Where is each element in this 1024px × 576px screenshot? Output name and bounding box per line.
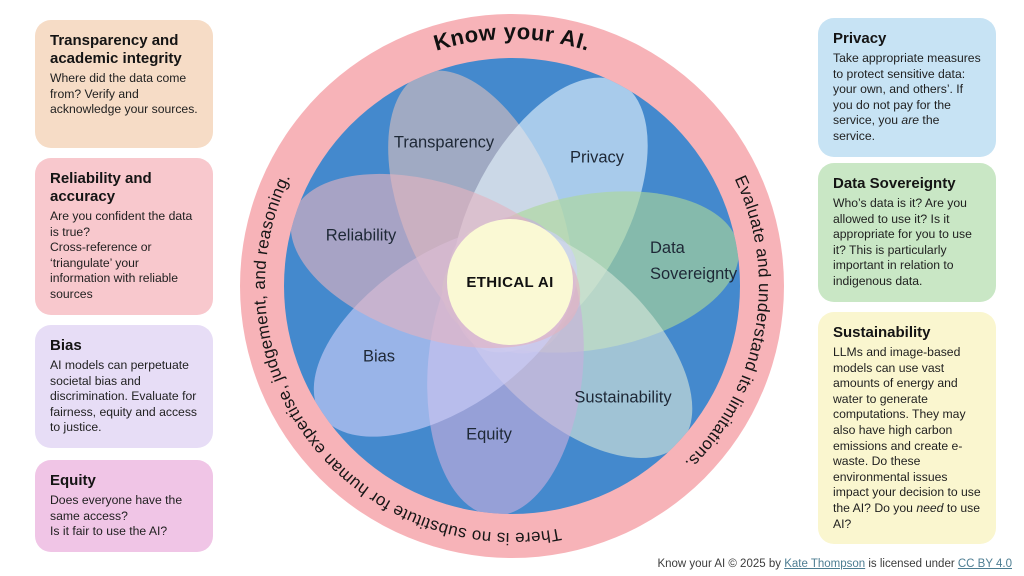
petal-label-data-sovereignty: Data Sovereignty	[650, 239, 738, 284]
info-box-title: Privacy	[833, 30, 887, 47]
ethical-ai-center-circle: ETHICAL AI	[447, 219, 573, 345]
center-label: ETHICAL AI	[466, 273, 554, 291]
info-box-bias: Bias AI models can perpetuate societal b…	[35, 325, 213, 449]
info-box-reliability: Reliability and accuracy Are you confide…	[35, 158, 213, 315]
info-box-sustainability: Sustainability LLMs and image-based mode…	[818, 312, 996, 545]
info-box-body: AI models can perpetuate societal bias a…	[50, 358, 198, 435]
info-box-body: Who’s data is it? Are you allowed to use…	[833, 196, 972, 289]
author-link[interactable]: Kate Thompson	[784, 558, 866, 570]
info-box-equity: Equity Does everyone have the same acces…	[35, 460, 213, 552]
petal-label-equity: Equity	[466, 425, 512, 444]
info-box-body-line: Is it fair to use the AI?	[50, 524, 168, 539]
petal-label-transparency: Transparency	[393, 133, 495, 152]
info-box-title: Bias	[50, 337, 82, 354]
info-box-title: Transparency and academic integrity	[50, 32, 182, 67]
info-box-body: Where did the data come from? Verify and…	[50, 71, 198, 117]
petal-label-bias: Bias	[362, 347, 396, 366]
info-box-privacy: Privacy Take appropriate measures to pro…	[818, 18, 996, 157]
info-box-body-line: Are you confident the data is true?	[50, 209, 193, 239]
info-box-title: Equity	[50, 472, 96, 489]
info-box-body-line: Cross-reference or ‘triangulate’ your in…	[50, 240, 179, 302]
info-box-body: LLMs and image-based models can use vast…	[833, 345, 981, 531]
info-box-transparency: Transparency and academic integrity Wher…	[35, 20, 213, 148]
info-box-title: Reliability and accuracy	[50, 170, 152, 205]
italic-emphasis: are	[901, 113, 920, 128]
petal-label-privacy: Privacy	[569, 148, 625, 167]
footer-attribution: Know your AI © 2025 by Kate Thompson is …	[657, 558, 1012, 570]
info-box-title: Data Sovereignty	[833, 175, 956, 192]
petal-label-reliability: Reliability	[325, 226, 397, 245]
info-box-body-line: Does everyone have the same access?	[50, 493, 183, 523]
info-box-data-sovereignty: Data Sovereignty Who’s data is it? Are y…	[818, 163, 996, 302]
info-box-body: Take appropriate measures to protect sen…	[833, 51, 981, 144]
info-box-title: Sustainability	[833, 324, 931, 341]
license-link[interactable]: CC BY 4.0	[957, 558, 1012, 570]
italic-emphasis: need	[916, 501, 944, 516]
petal-label-sustainability: Sustainability	[574, 388, 672, 407]
